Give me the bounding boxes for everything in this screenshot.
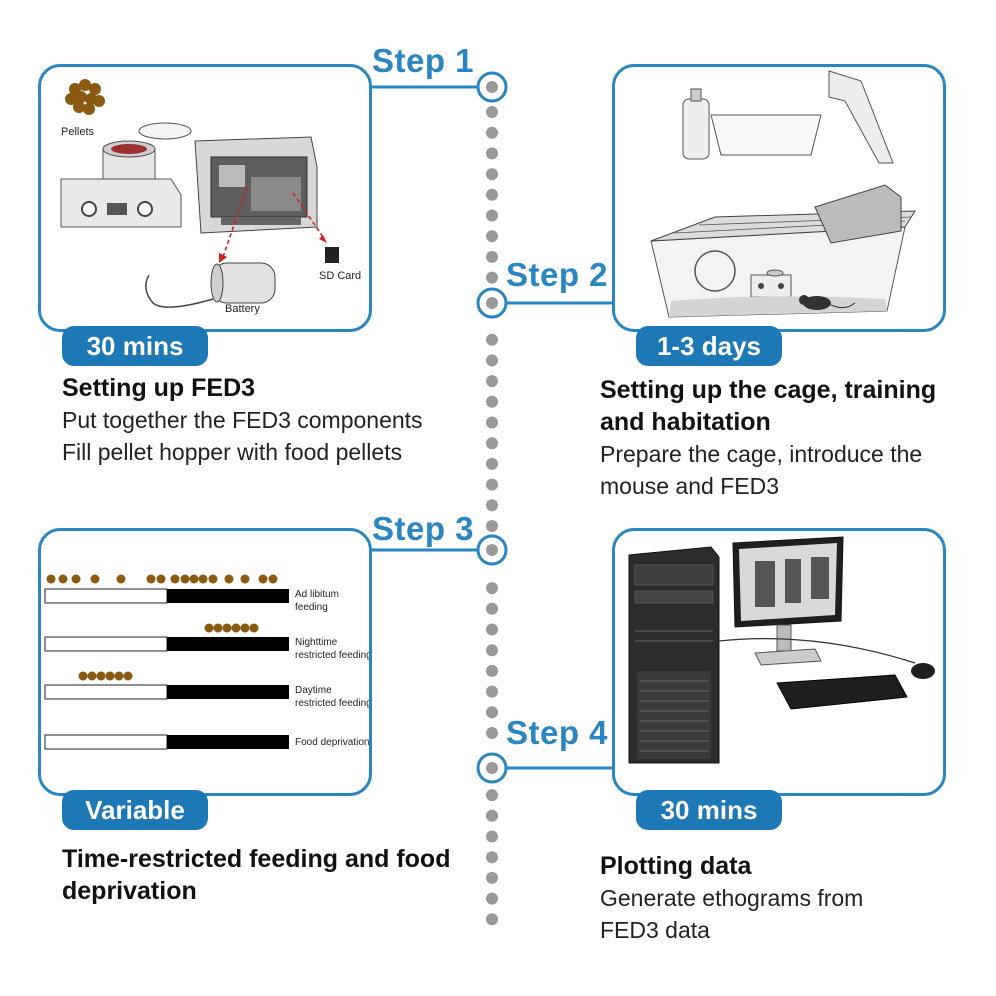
condition-ad-libitum-line1: Ad libitum: [295, 589, 339, 600]
timeline-dot: [486, 623, 498, 636]
condition-daytime-line1: Daytime: [295, 685, 332, 696]
sd-card-label: SD Card: [319, 270, 361, 282]
timeline-dot: [486, 582, 498, 595]
timeline-dot: [486, 478, 498, 491]
timeline-dot: [486, 250, 498, 263]
timeline-dot: [486, 644, 498, 657]
pellets-label: Pellets: [61, 126, 95, 138]
condition-nighttime-line2: restricted feeding: [295, 650, 369, 661]
timeline-dot: [486, 271, 498, 284]
condition-deprivation: Food deprivation: [295, 737, 369, 748]
timeline-dot: [486, 685, 498, 698]
step2-desc-line1: Prepare the cage, introduce the: [600, 441, 923, 467]
timeline-dot: [486, 106, 498, 118]
step1-heading: Setting up FED3: [62, 374, 256, 402]
step4-heading: Plotting data: [600, 852, 752, 880]
step1-desc-line1: Put together the FED3 components: [62, 407, 423, 433]
step4-duration-badge: 30 mins: [636, 790, 782, 830]
timeline-dot: [486, 499, 498, 512]
timeline-dot: [486, 913, 498, 926]
timeline-dot: [486, 333, 498, 346]
timeline-dot: [486, 871, 498, 884]
condition-nighttime-line1: Nighttime: [295, 637, 338, 648]
step3-heading-line2: deprivation: [62, 877, 197, 905]
condition-daytime-line2: restricted feeding: [295, 698, 369, 709]
timeline-dot: [486, 851, 498, 864]
timeline-dot: [486, 168, 498, 181]
timeline-dot: [486, 602, 498, 615]
step2-heading-line1: Setting up the cage, training: [600, 376, 937, 404]
pellets-row-nighttime: [204, 623, 259, 633]
step3-label: Step 3: [372, 510, 475, 547]
step1-desc-line2: Fill pellet hopper with food pellets: [62, 439, 403, 465]
step2-duration-badge: 1-3 days: [636, 326, 782, 366]
timeline-dot: [486, 520, 498, 532]
step4-desc-line2: FED3 data: [600, 917, 710, 943]
step2-label: Step 2: [506, 256, 609, 293]
timeline-dot: [486, 188, 498, 201]
timeline-dot: [486, 789, 498, 802]
timeline-dot: [486, 416, 498, 429]
step4-panel: [612, 528, 946, 796]
timeline-dot: [486, 209, 498, 222]
step1-label: Step 1: [372, 42, 475, 79]
step2-panel: [612, 64, 946, 332]
timeline-dot: [486, 457, 498, 470]
timeline-dot: [486, 830, 498, 843]
timeline-dot: [486, 437, 498, 450]
timeline-dot: [486, 395, 498, 408]
feeding-schedule-diagram: Ad libitum feeding Nighttime restricted …: [44, 574, 369, 750]
timeline-dot: [486, 809, 498, 822]
pellets-icon: [65, 79, 105, 115]
step4-desc-line1: Generate ethograms from: [600, 885, 864, 911]
cage-illustration: [650, 70, 916, 318]
timeline-dot: [486, 354, 498, 367]
timeline-dot: [486, 727, 498, 739]
step1-duration-badge: 30 mins: [62, 326, 208, 366]
step3-heading-line1: Time-restricted feeding and food: [62, 845, 451, 873]
battery-label: Battery: [225, 303, 260, 315]
step2-heading-line2: and habitation: [600, 408, 771, 436]
condition-ad-libitum-line2: feeding: [295, 602, 328, 613]
pellets-row-ad-libitum: [46, 574, 278, 584]
timeline-dot: [486, 892, 498, 905]
timeline-dot: [486, 126, 498, 139]
pellets-row-daytime: [78, 671, 133, 681]
timeline-dot: [486, 706, 498, 719]
fed3-components-illustration: Pellets SD Card Battery: [60, 79, 361, 315]
timeline-dot: [486, 147, 498, 160]
step4-label: Step 4: [506, 714, 609, 751]
step2-desc-line2: mouse and FED3: [600, 473, 779, 499]
timeline-dot: [486, 230, 498, 243]
step3-panel: Ad libitum feeding Nighttime restricted …: [38, 528, 372, 796]
timeline-dot: [486, 375, 498, 388]
computer-illustration: [628, 536, 935, 764]
step3-duration-badge: Variable: [62, 790, 208, 830]
step1-panel: Pellets SD Card Battery: [38, 64, 372, 332]
timeline-dot: [486, 664, 498, 677]
